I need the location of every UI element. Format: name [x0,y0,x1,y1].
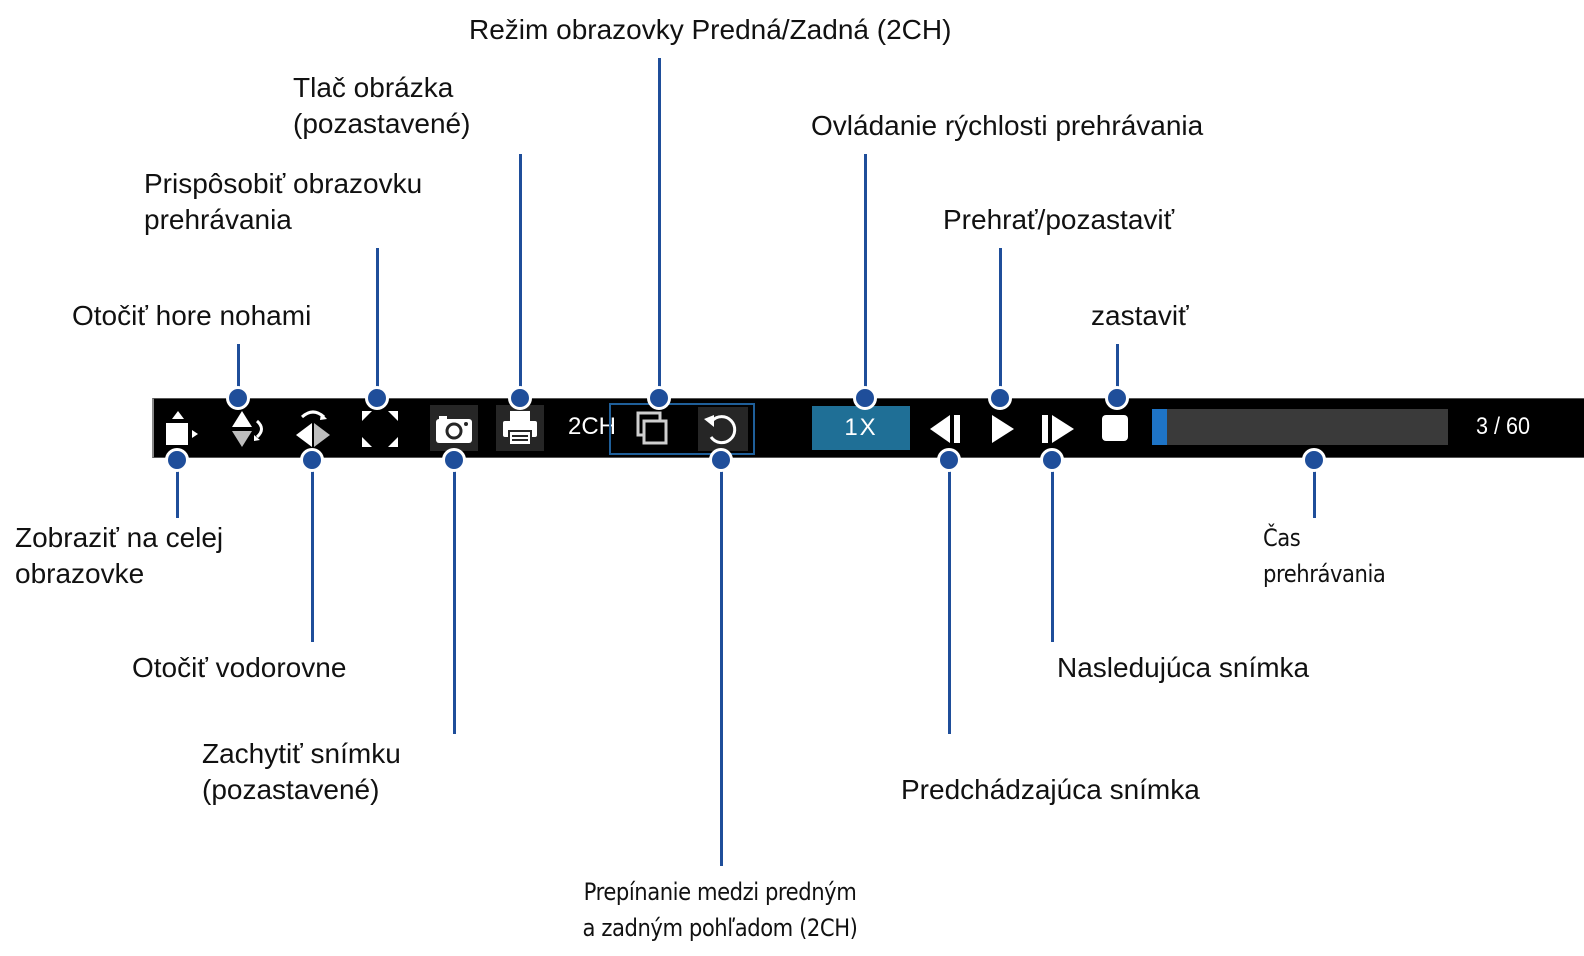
callout-dot-rotate [300,448,324,472]
callout-line-capture [453,460,456,734]
label-fullscreen-line2: obrazovke [15,558,145,589]
callout-dot-prev-frame [937,448,961,472]
two-channel-group [609,403,755,455]
callout-dot-switch-view [709,448,733,472]
label-screen-mode: Režim obrazovky Predná/Zadná (2CH) [469,14,952,45]
label-fit-screen-line1: Prispôsobiť obrazovku [144,168,423,199]
previous-frame-icon[interactable] [924,409,972,449]
label-stop: zastaviť [1091,300,1189,331]
callout-line-playback-time [1313,460,1316,518]
label-switch-view-line2: a zadným pohľadom (2CH) [582,914,858,942]
callout-dot-playback-time [1302,448,1326,472]
label-fullscreen-line1: Zobraziť na celej [15,522,224,553]
callout-line-switch-view [720,460,723,866]
callout-dot-play [988,386,1012,410]
callout-line-flip [237,344,240,396]
label-playback-time-line2: prehrávania [1263,560,1386,588]
callout-dot-next-frame [1040,448,1064,472]
frame-counter: 3 / 60 [1476,413,1531,440]
callout-line-next-frame [1051,460,1054,642]
label-print-image-line1: Tlač obrázka [293,72,454,103]
next-frame-icon[interactable] [1034,409,1082,449]
callout-line-print [519,154,522,396]
label-flip-upside-down: Otočiť hore nohami [72,300,312,331]
play-icon[interactable] [984,409,1024,449]
two-channel-label: 2CH [568,413,617,440]
callout-dot-screen-mode [647,386,671,410]
label-capture-frame-line2: (pozastavené) [202,774,380,805]
label-play-pause: Prehrať/pozastaviť [943,204,1175,235]
callout-line-play [999,248,1002,396]
print-button[interactable] [496,405,544,451]
callout-line-fullscreen [176,460,179,518]
callout-dot-speed [853,386,877,410]
camera-button[interactable] [430,405,478,451]
callout-line-screen-mode [658,58,661,396]
fullscreen-icon[interactable] [160,409,204,449]
callout-line-speed [864,154,867,396]
label-next-frame: Nasledujúca snímka [1057,652,1310,683]
printer-icon [503,411,537,446]
callout-dot-stop [1105,386,1129,410]
callout-line-rotate [311,460,314,642]
callout-line-stop [1116,344,1119,396]
label-print-image-line2: (pozastavené) [293,108,471,139]
camera-icon [436,416,472,443]
callout-dot-capture [442,448,466,472]
dual-channel-icon[interactable] [630,409,674,449]
label-playback-time-line1: Čas [1263,524,1301,552]
speed-control-button[interactable]: 1X [812,406,910,450]
switch-view-button[interactable] [698,407,748,451]
stop-icon[interactable] [1098,411,1134,447]
fit-screen-icon[interactable] [358,407,402,451]
switch-view-icon [704,415,737,445]
flip-vertical-icon[interactable] [224,407,270,451]
label-rotate-horizontal: Otočiť vodorovne [132,652,347,683]
label-speed-control: Ovládanie rýchlosti prehrávania [811,110,1204,141]
callout-line-prev-frame [948,460,951,734]
label-capture-frame-line1: Zachytiť snímku [202,738,401,769]
playback-progress-bar[interactable] [1152,409,1448,445]
playback-progress-fill [1152,409,1167,445]
mirror-horizontal-icon[interactable] [290,405,336,453]
callout-line-fit-screen [376,248,379,396]
label-fit-screen-line2: prehrávania [144,204,292,235]
callout-dot-print [508,386,532,410]
callout-dot-flip [226,386,250,410]
callout-dot-fit-screen [365,386,389,410]
label-switch-view-line1: Prepínanie medzi predným [583,878,857,906]
label-previous-frame: Predchádzajúca snímka [901,774,1200,805]
callout-dot-fullscreen [165,448,189,472]
